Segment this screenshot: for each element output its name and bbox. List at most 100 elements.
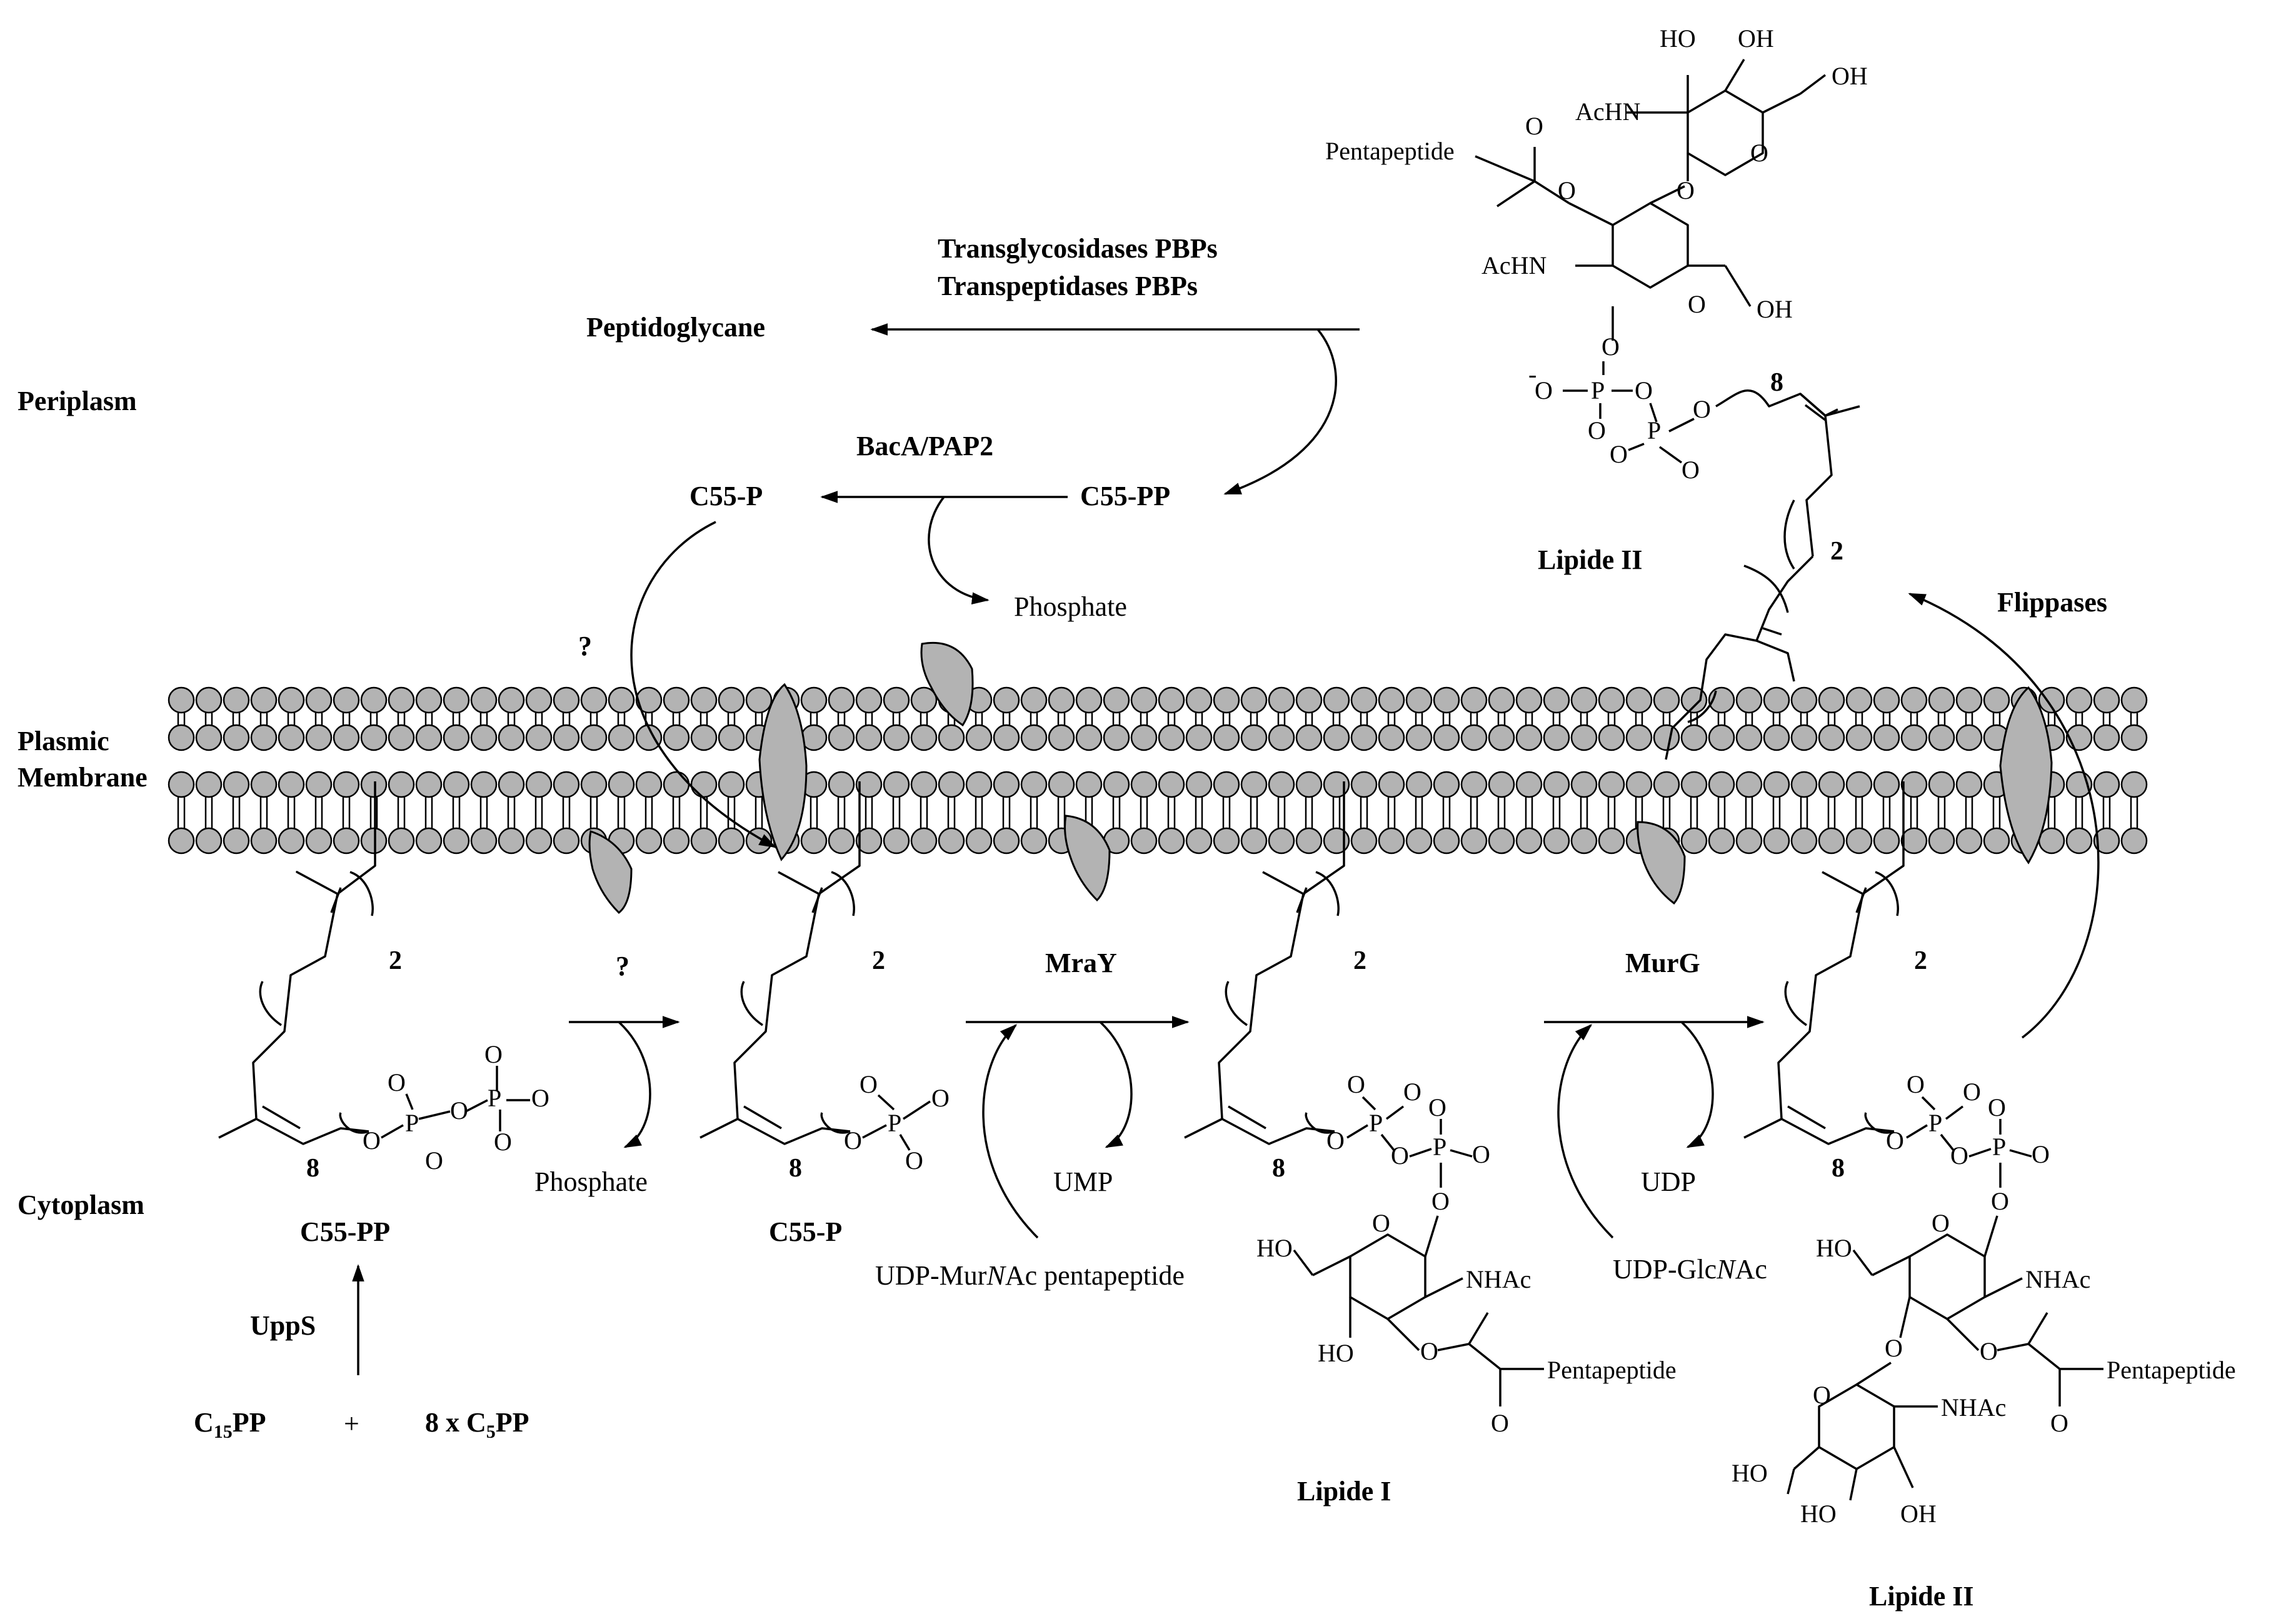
lipid-head [1075, 771, 1103, 798]
lipid-head [1763, 827, 1790, 855]
lipid-head [470, 827, 498, 855]
lipid-head [1570, 771, 1598, 798]
lipid-head [1268, 827, 1295, 855]
atom-o-carbonyl-lipid-ii: O [2050, 1409, 2068, 1437]
lipid-head [1488, 771, 1515, 798]
lipid-head [855, 686, 883, 714]
lipid-head [1213, 686, 1240, 714]
lipid-head [1350, 724, 1378, 751]
repeat-count-8-top: 8 [1770, 368, 1783, 397]
lipid-head [415, 827, 443, 855]
lipid-head [2038, 827, 2065, 855]
lipid-head [580, 771, 608, 798]
repeat-count-2-c55p: 2 [872, 946, 885, 975]
repeat-count-2-lipid-ii: 2 [1914, 946, 1927, 975]
lipid-head [553, 724, 580, 751]
label-c55pp-periplasm: C55-PP [1080, 481, 1170, 511]
repeat-count-2-lipid-i: 2 [1353, 946, 1366, 975]
lipid-head [1130, 686, 1158, 714]
lipid-head [223, 686, 250, 714]
lipid-head [910, 686, 938, 714]
lipid-head [333, 686, 360, 714]
lipid-head [1378, 827, 1405, 855]
lipid-head [1763, 724, 1790, 751]
lipid-head [388, 686, 415, 714]
enzyme-label-transpeptidases: Transpeptidases PBPs [938, 271, 1198, 301]
atom-ominus-p1-lipid-ii: O [1963, 1078, 1981, 1106]
atom-ho-lipid-i: HO [1256, 1234, 1293, 1262]
lipid-head [443, 771, 470, 798]
lipid-head [580, 724, 608, 751]
lipid-head [1900, 686, 1928, 714]
arrow-c55p-recycling [630, 521, 777, 848]
atom-o-ester-lipid-ii: O [1886, 1126, 1904, 1155]
lipid-head [828, 724, 855, 751]
lipid-head [1955, 724, 1983, 751]
lipid-head [333, 724, 360, 751]
atom-o-p2-c55pp: O [484, 1040, 503, 1068]
atom-o-glycosidic-top: O [1602, 333, 1620, 361]
lipid-head [1900, 724, 1928, 751]
lipid-head [1185, 724, 1213, 751]
lipid-head [223, 827, 250, 855]
atom-o-c55p: O [860, 1070, 878, 1098]
atom-o-p2-top: O [1682, 456, 1700, 484]
atom-p2-top: P [1647, 416, 1661, 444]
lipid-head [828, 827, 855, 855]
enzyme-label-upps: UppS [250, 1310, 316, 1341]
lipid-head [1350, 771, 1378, 798]
label-pentapeptide-top: Pentapeptide [1325, 137, 1455, 165]
lipid-head [2093, 771, 2120, 798]
lipid-head [2120, 771, 2148, 798]
lipid-head [1240, 827, 1268, 855]
region-label-cytoplasm: Cytoplasm [18, 1190, 144, 1220]
lipid-head [965, 724, 993, 751]
lipid-head [498, 724, 525, 751]
atom-ominus-2-c55p: O [905, 1146, 923, 1175]
lipid-head [525, 686, 553, 714]
lipid-head [993, 686, 1020, 714]
lipid-head [2065, 686, 2093, 714]
lipid-head [1983, 686, 2010, 714]
lipid-head [1818, 771, 1845, 798]
lipid-head [553, 771, 580, 798]
lipid-head [718, 827, 745, 855]
label-question-periplasm: ? [578, 631, 592, 661]
product-label-peptidoglycane: Peptidoglycane [586, 312, 765, 343]
atom-ominus-p2-lipid-i: O [1472, 1140, 1490, 1168]
enzyme-label-mray: MraY [1045, 948, 1117, 978]
protein-peripheral-mraY [1064, 815, 1111, 902]
arrow-udp-murnac-input [982, 1024, 1039, 1239]
atom-o-p1-c55pp: O [388, 1068, 406, 1096]
lipid-head [278, 827, 305, 855]
lipid-head [1543, 771, 1570, 798]
lipid-head [993, 724, 1020, 751]
lipid-head [1433, 724, 1460, 751]
label-c55pp-cytoplasm: C55-PP [300, 1216, 390, 1247]
lipid-head [1625, 686, 1653, 714]
lipid-head [443, 724, 470, 751]
arrow-flippase [1908, 593, 2100, 1039]
lipid-head [1928, 724, 1955, 751]
lipid-head [965, 771, 993, 798]
lipid-head [1158, 686, 1185, 714]
lipid-head [195, 827, 223, 855]
atom-nhac-glcnac-lipid-ii: NHAc [1941, 1393, 2006, 1421]
lipid-head [278, 771, 305, 798]
lipid-head [745, 686, 773, 714]
lipid-head [1488, 724, 1515, 751]
atom-ominus-p3-c55pp: O [494, 1128, 512, 1156]
atom-o-link-top: O [1677, 176, 1695, 204]
lipid-head [1405, 724, 1433, 751]
atom-o-ring-lipid-i: O [1372, 1209, 1390, 1237]
atom-ominus-p2-top: O [1610, 440, 1628, 468]
lipid-ii-periplasm-structure: HO OH OH AcHN O O O Pentapeptide O AcHN … [1325, 24, 1868, 760]
lipid-head [1983, 827, 2010, 855]
atom-achn-top: AcHN [1575, 98, 1640, 126]
atom-ho-glcnac-lipid-ii: HO [1732, 1459, 1768, 1487]
atom-o-p1-top: O [1588, 416, 1606, 444]
lipid-head [2120, 686, 2148, 714]
label-pentapeptide-lipid-ii: Pentapeptide [2107, 1356, 2236, 1384]
atom-p2-c55pp: P [488, 1084, 501, 1112]
lipid-head [690, 827, 718, 855]
